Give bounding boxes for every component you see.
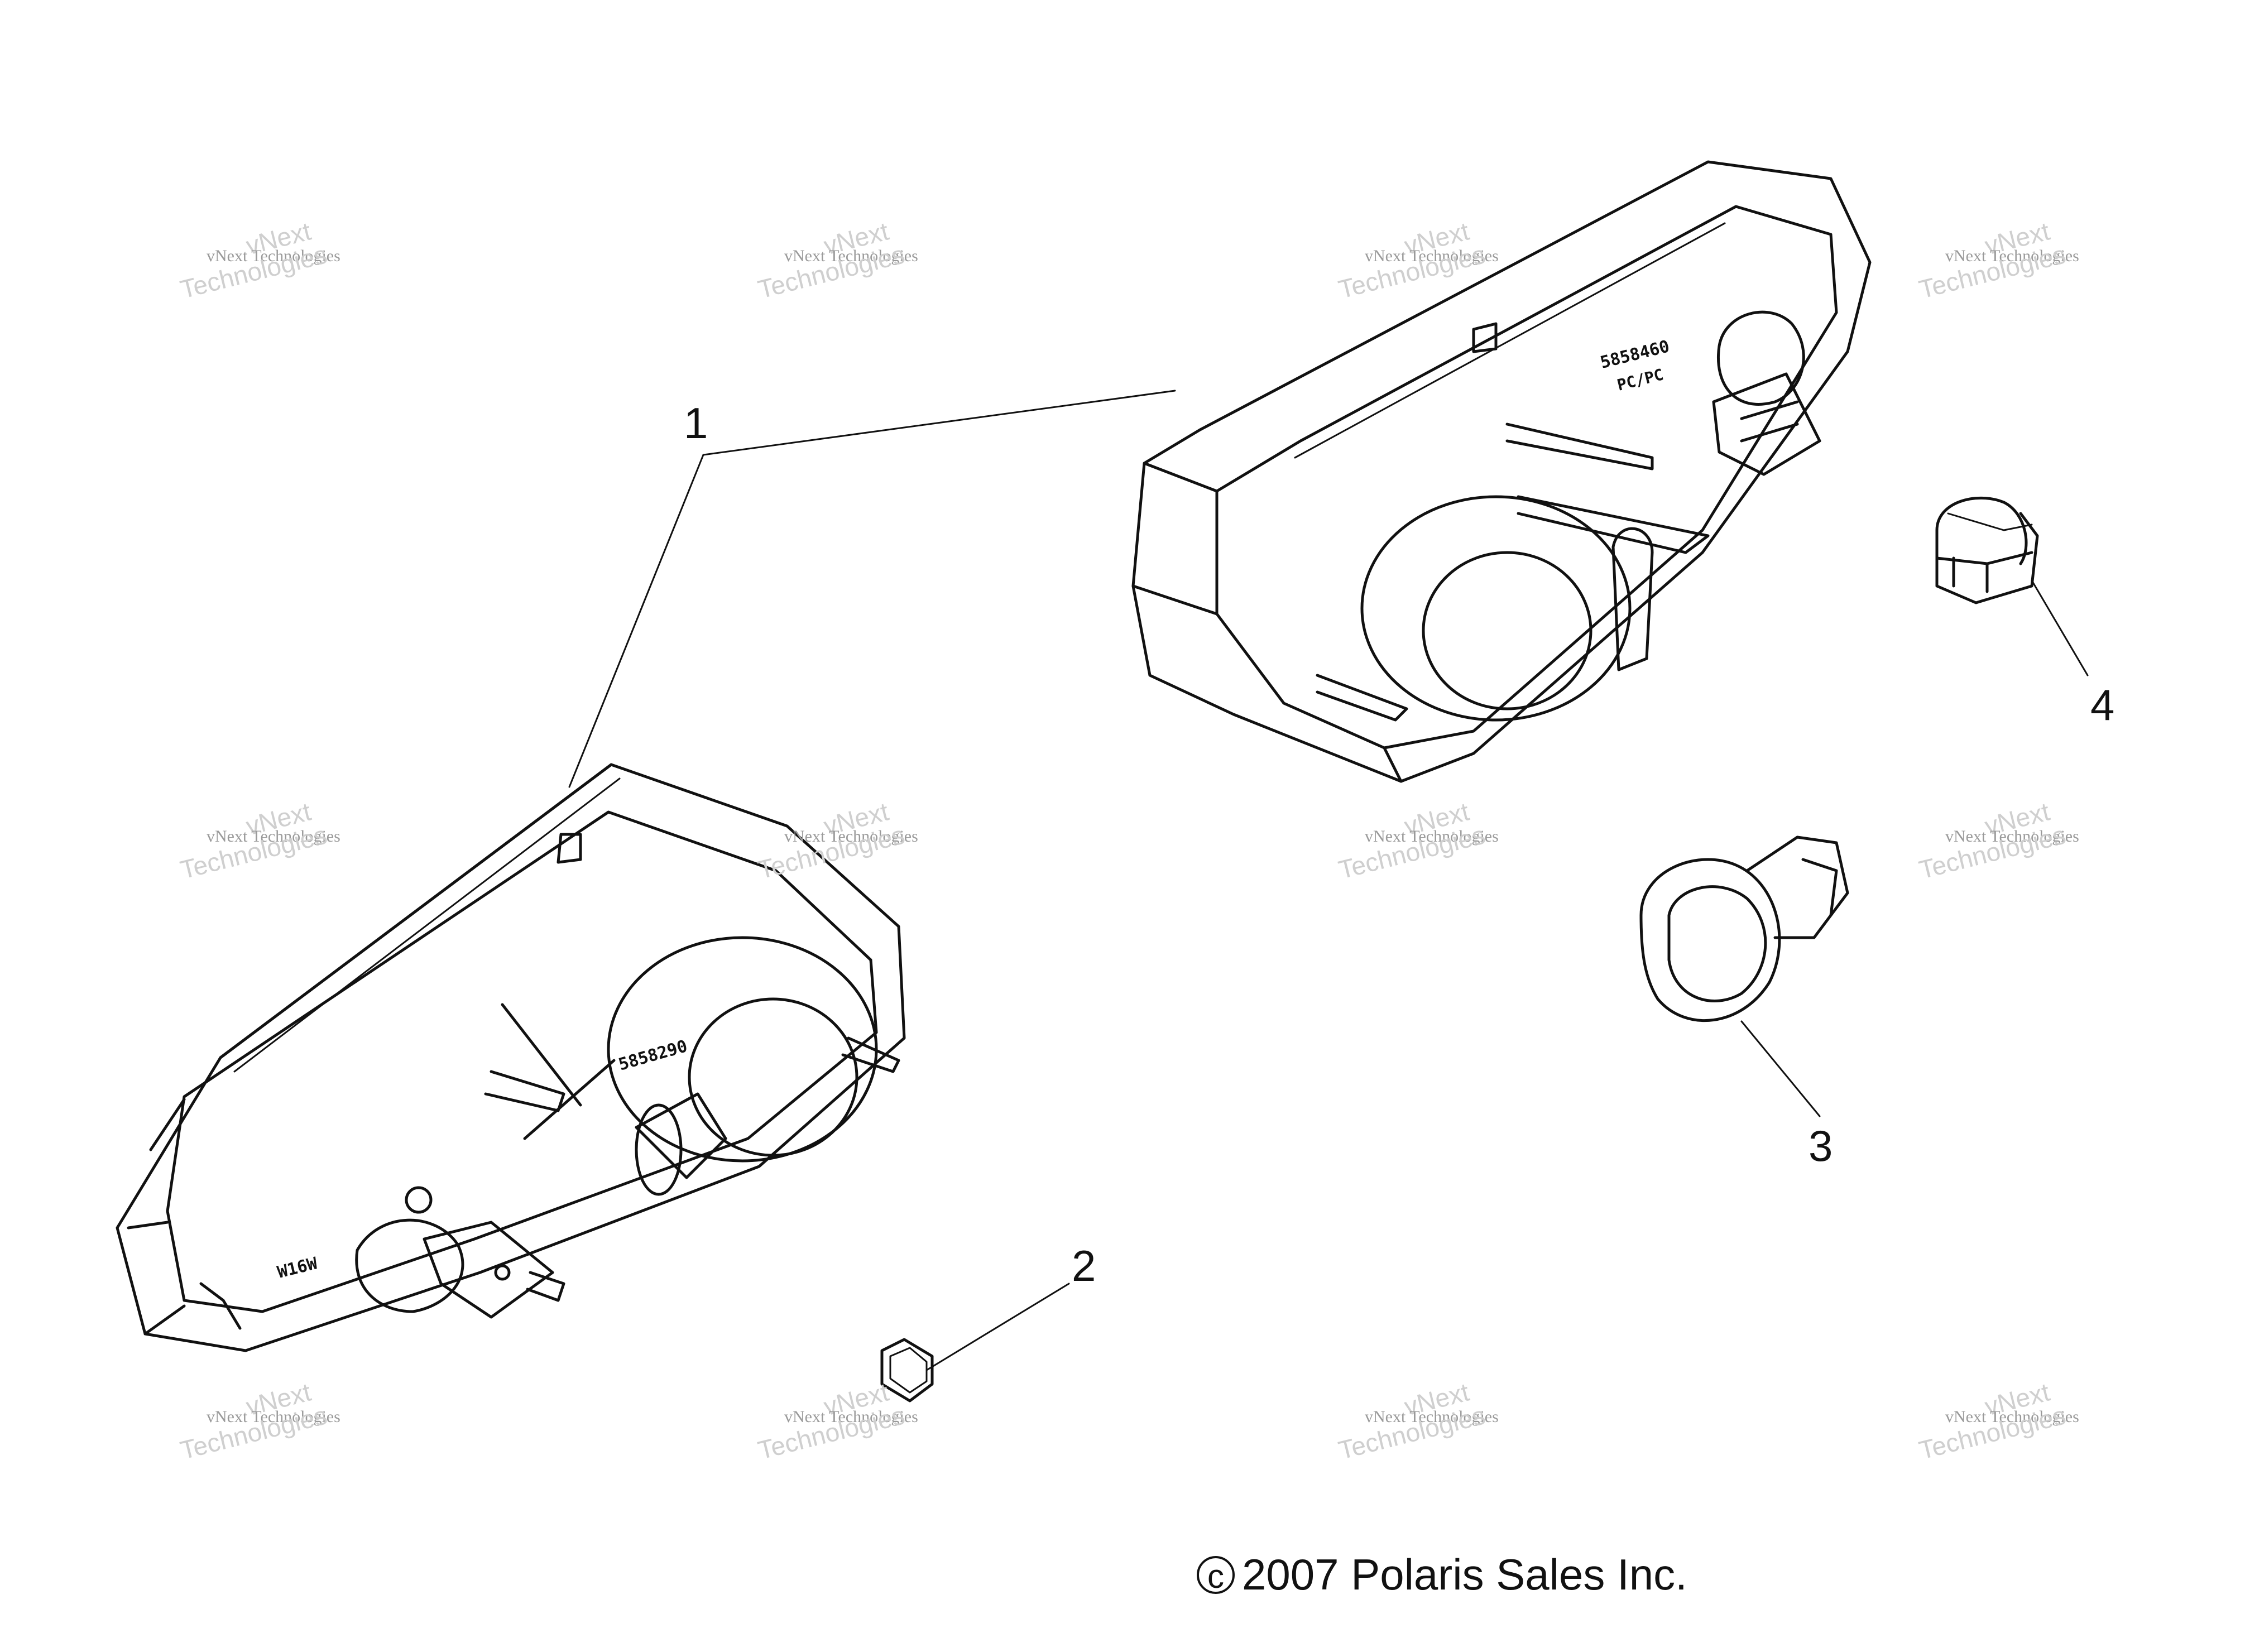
callout-3: 3 <box>1809 1121 1833 1170</box>
left-tail-lamp-assembly <box>116 763 906 1352</box>
copyright-circle <box>1197 1556 1235 1594</box>
leader-line-3 <box>1740 1020 1821 1117</box>
right-tail-lamp-assembly <box>1131 160 1872 783</box>
copyright-symbol-letter: c <box>1207 1558 1224 1595</box>
part-2-nut <box>880 1338 934 1403</box>
leader-line-4 <box>2031 579 2089 676</box>
leader-line-2 <box>925 1283 1070 1371</box>
leader-line-1-left <box>568 454 704 788</box>
left-lamp-part-number: 5858290 <box>616 1036 689 1074</box>
leader-line-1-right <box>702 390 1176 456</box>
left-lamp-bulb-marking: W16W <box>275 1254 319 1283</box>
callout-1: 1 <box>684 398 708 448</box>
copyright-text: 2007 Polaris Sales Inc. <box>1242 1550 1687 1599</box>
right-lamp-material-marking: PC/PC <box>1615 365 1666 394</box>
leader-lines <box>568 390 2089 1371</box>
part-3-bulb-socket <box>1639 835 1849 1022</box>
part-4-connector <box>1935 496 2039 604</box>
callout-2: 2 <box>1072 1241 1096 1290</box>
callout-4: 4 <box>2090 680 2114 729</box>
